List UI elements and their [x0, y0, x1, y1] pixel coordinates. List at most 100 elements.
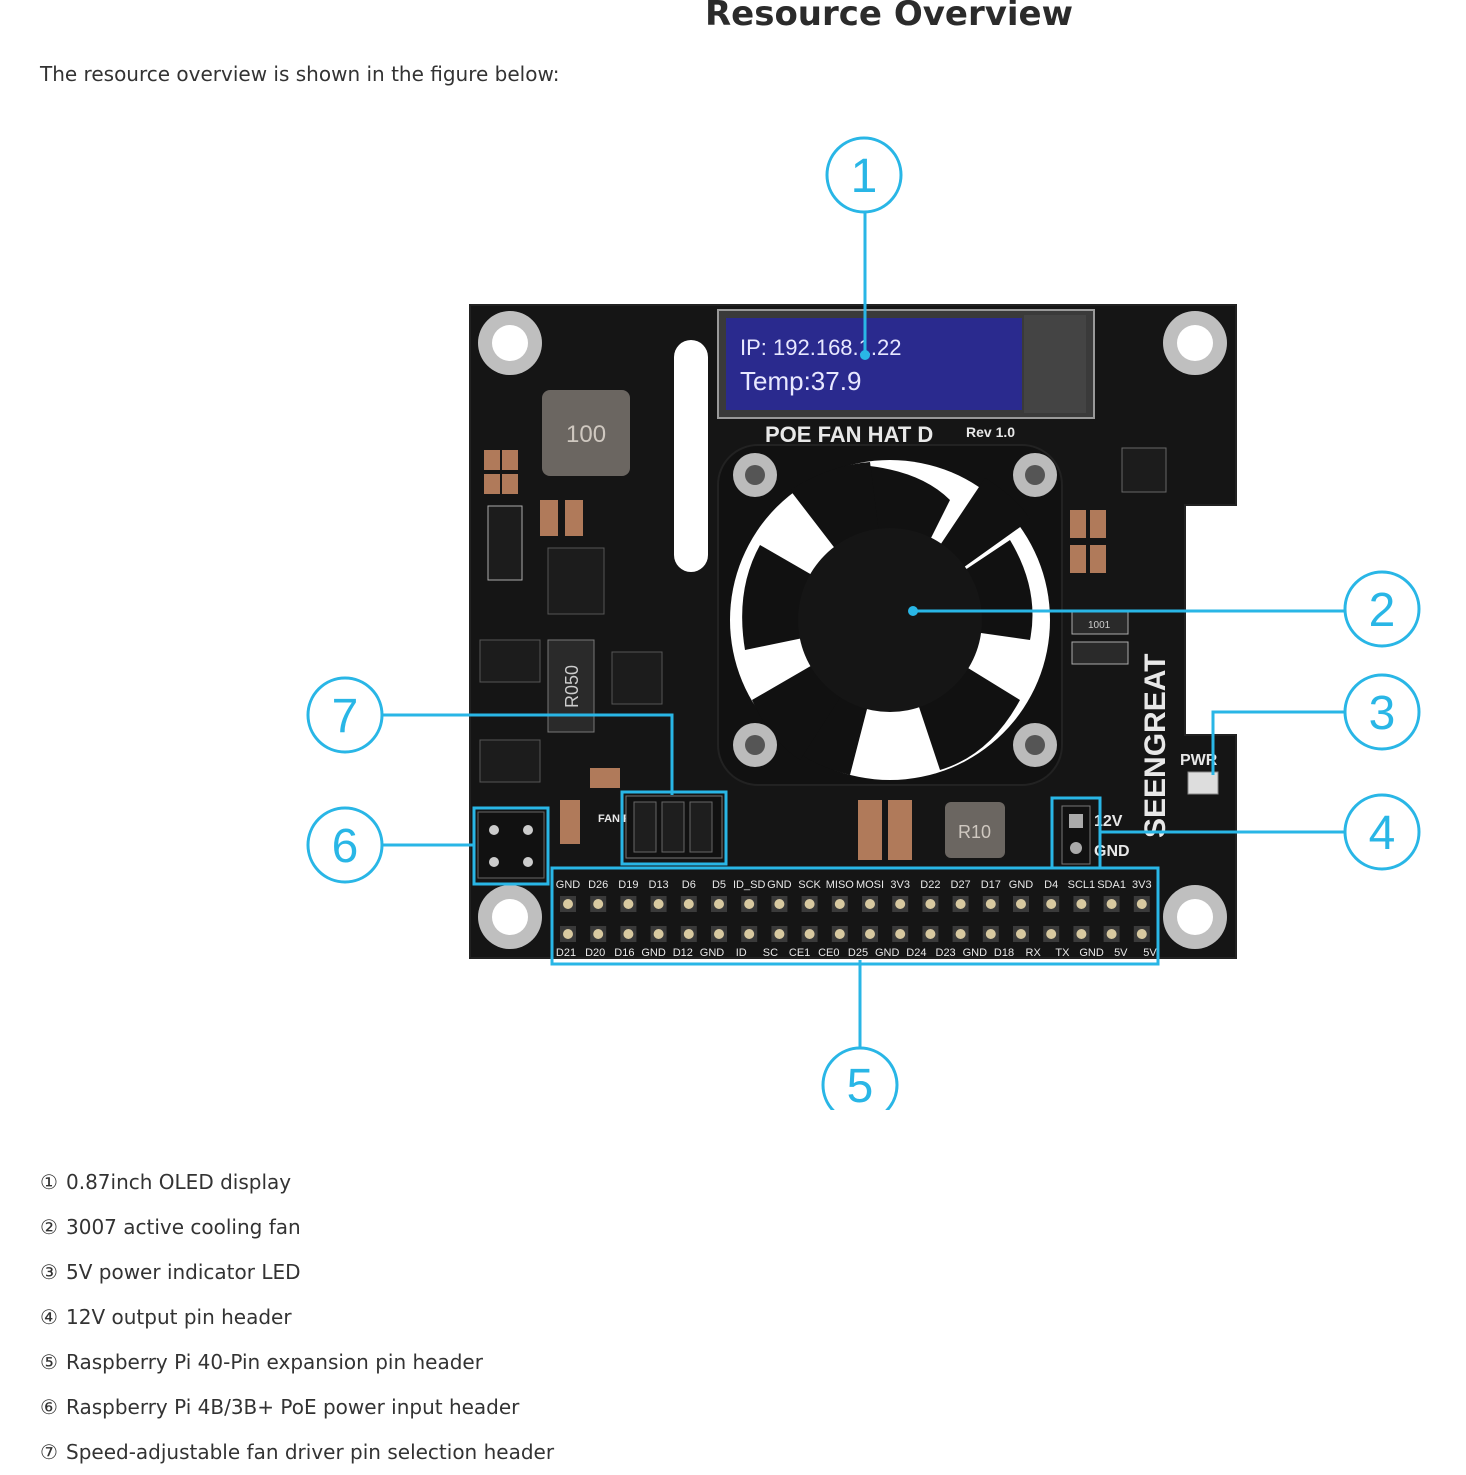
callout-1-number: 1	[851, 150, 878, 203]
gpio-pin-hole	[834, 899, 845, 909]
gpio-pin-hole	[985, 929, 996, 939]
poe-header-pins	[477, 811, 545, 879]
callout-6	[306, 806, 384, 884]
fan-hub	[798, 528, 982, 712]
gpio-pin-hole	[1076, 899, 1087, 909]
callout-5	[821, 1046, 899, 1110]
cooling-fan	[717, 444, 1063, 786]
resistor-label: R050	[562, 665, 582, 708]
legend-text: Raspberry Pi 40-Pin expansion pin header	[66, 1350, 483, 1374]
gpio-bottom-label: GND	[700, 947, 725, 959]
gpio-top-label: GND	[556, 879, 581, 891]
gpio-pin-hole	[683, 929, 694, 939]
page-title: Resource Overview	[704, 0, 1074, 34]
chip-resistor-label: 1001	[1088, 620, 1111, 631]
gpio-bottom-label: GND	[641, 947, 666, 959]
gpio-bottom-label: D25	[848, 947, 868, 959]
legend-text: 3007 active cooling fan	[66, 1215, 301, 1239]
gpio-bottom-label: TX	[1055, 947, 1070, 959]
gpio-pin-hole	[593, 899, 604, 909]
gpio-pin-hole	[744, 929, 755, 939]
gpio-pin-hole	[623, 899, 634, 909]
callout-4-number: 4	[1369, 807, 1396, 860]
gpio-pin-hole	[865, 929, 875, 939]
gpio-bottom-label: GND	[875, 947, 900, 959]
regulator	[487, 505, 523, 581]
gpio-pin-hole	[955, 899, 966, 909]
legend-item: ⑦ Speed-adjustable fan driver pin selecti…	[40, 1430, 554, 1475]
gpio-top-label: D4	[1044, 879, 1058, 891]
gpio-bottom-label: D24	[906, 947, 926, 959]
mosfet	[479, 639, 541, 683]
board-name: POE FAN HAT D	[765, 422, 933, 447]
gpio-top-label: 3V3	[890, 879, 910, 891]
gpio-pin-hole	[653, 929, 664, 939]
gpio-bottom-label: CE0	[818, 947, 839, 959]
gpio-top-label: D6	[682, 879, 696, 891]
gpio-top-label: D13	[649, 879, 669, 891]
gpio-pin-hole	[895, 899, 906, 909]
legend-number: ⑤	[40, 1350, 58, 1374]
gpio-pin-hole	[1046, 929, 1057, 939]
gpio-pin-hole	[563, 899, 573, 909]
legend-number: ①	[40, 1170, 58, 1194]
gpio-top-label: D5	[712, 879, 726, 891]
capacitors	[484, 450, 1106, 860]
gpio-top-label: ID_SD	[733, 879, 765, 891]
mosfet	[479, 739, 541, 783]
gpio-pin-hole	[714, 929, 724, 939]
gpio-pin-hole	[865, 899, 875, 909]
ic-chip	[611, 651, 663, 705]
gpio-pin-hole	[683, 899, 694, 909]
gpio-pin-hole	[744, 899, 755, 909]
gpio-top-label: MOSI	[856, 879, 884, 891]
ribbon-slot	[674, 340, 708, 572]
gpio-pin-hole	[774, 929, 785, 939]
ic-chip	[547, 547, 605, 615]
chip-resistor	[1071, 641, 1129, 665]
gpio-pin-hole	[1106, 929, 1117, 939]
inductor	[542, 390, 630, 476]
gpio-pin-hole	[623, 929, 634, 939]
callout-circles	[306, 136, 1421, 1110]
gpio-bottom-label: 5V	[1143, 947, 1157, 959]
mounting-holes	[478, 311, 1227, 949]
oled-flex	[1024, 315, 1086, 413]
board-rev: Rev 1.0	[966, 424, 1015, 440]
legend-text: 0.87inch OLED display	[66, 1170, 292, 1194]
gpio-top-label: D27	[951, 879, 971, 891]
gpio-top-label: D26	[588, 879, 608, 891]
gpio-pin-hole	[1136, 899, 1147, 909]
gpio-top-label: 3V3	[1132, 879, 1152, 891]
gpio-pin-hole	[895, 929, 906, 939]
gpio-top-label: GND	[1009, 879, 1034, 891]
oled-screen	[726, 318, 1022, 410]
legend-number: ⑦	[40, 1440, 58, 1464]
oled-line1: IP: 192.168.1.22	[740, 335, 901, 360]
callout-2	[1343, 570, 1421, 648]
callout-7-number: 7	[332, 690, 359, 743]
gpio-bottom-label: 5V	[1114, 947, 1128, 959]
gpio-bottom-label: GND	[963, 947, 988, 959]
gpio-pin-hole	[925, 929, 936, 939]
gpio-pin-hole	[834, 929, 845, 939]
callout-5-number: 5	[847, 1060, 874, 1110]
gpio-bottom-label: CE1	[789, 947, 810, 959]
gpio-top-label: SCL1	[1068, 879, 1096, 891]
callout-2-number: 2	[1369, 584, 1396, 637]
board-diagram: IP: 192.168.1.22 Temp:37.9 POE FAN HAT D…	[306, 136, 1421, 1110]
legend-number: ③	[40, 1260, 58, 1284]
gpio-top-label: GND	[767, 879, 792, 891]
gpio-top-label: MISO	[826, 879, 855, 891]
gpio-top-label: SDA1	[1097, 879, 1126, 891]
box-fan-sel	[620, 790, 728, 866]
box-gpio	[550, 866, 1160, 966]
gpio-bottom-label: GND	[1079, 947, 1104, 959]
box-poe	[472, 806, 550, 886]
legend-text: Speed-adjustable fan driver pin selectio…	[66, 1440, 555, 1464]
gpio-pin-hole	[563, 929, 573, 939]
gpio-bottom-label: D18	[994, 947, 1014, 959]
